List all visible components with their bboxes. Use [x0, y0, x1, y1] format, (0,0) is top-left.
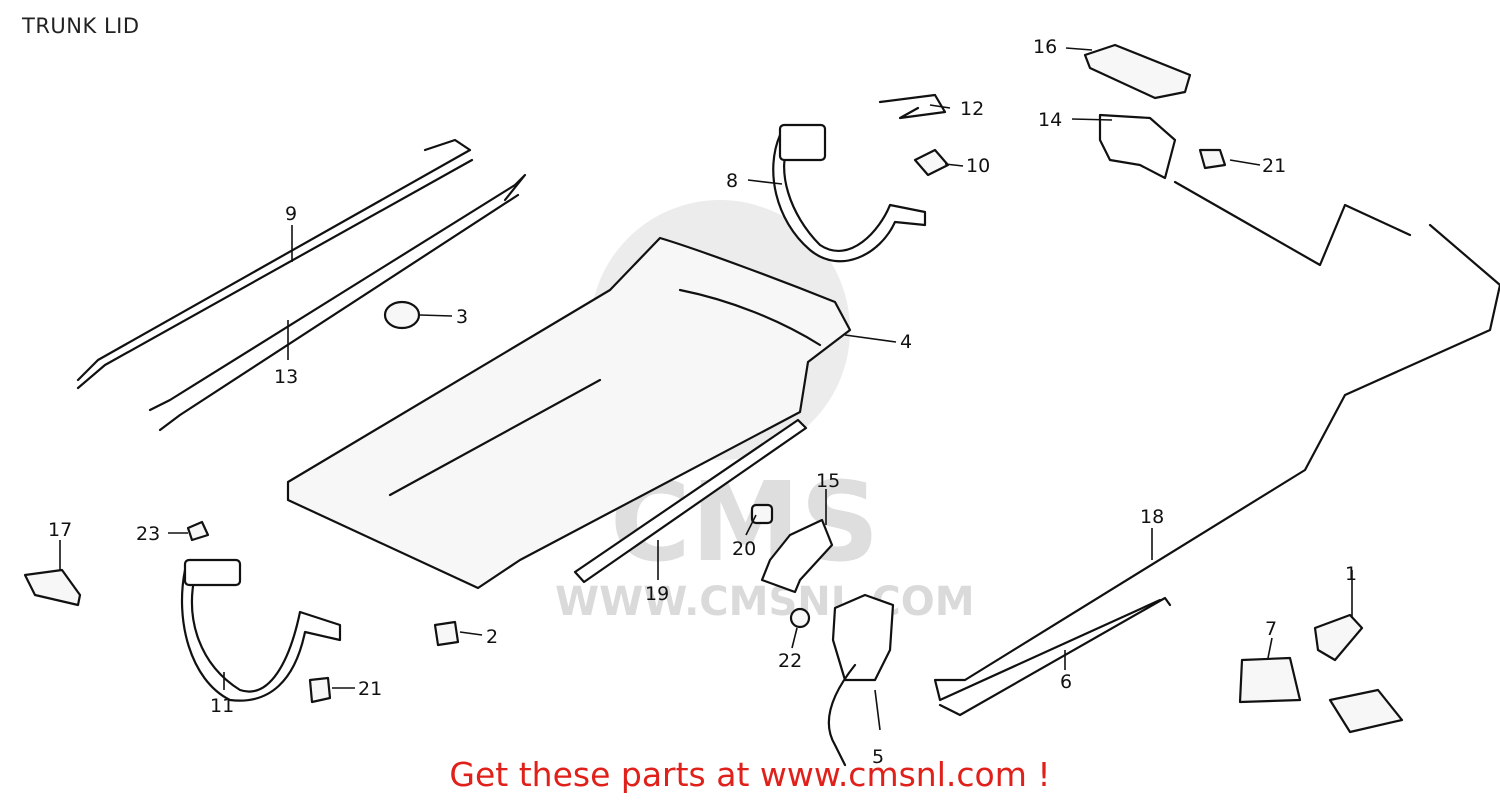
callout-14[interactable]: 14	[1038, 109, 1062, 131]
callout-15[interactable]: 15	[816, 470, 840, 492]
striker-14[interactable]	[1098, 113, 1177, 180]
hinge-11[interactable]	[180, 568, 342, 702]
bolt-21-left[interactable]	[308, 676, 332, 704]
lock-5-cable	[827, 663, 857, 767]
callout-21-right[interactable]: 21	[1262, 155, 1286, 177]
hinge-8[interactable]	[772, 133, 927, 263]
holder-1[interactable]	[1313, 613, 1364, 662]
callout-4[interactable]: 4	[900, 331, 912, 353]
spring-12[interactable]	[878, 93, 947, 120]
bumper-2[interactable]	[433, 620, 460, 647]
cylinder-7[interactable]	[1238, 656, 1302, 704]
trunk-lid-crease-upper	[678, 288, 822, 347]
callout-20[interactable]: 20	[732, 538, 756, 560]
torsion-rod-13[interactable]	[148, 173, 527, 412]
callout-3[interactable]: 3	[456, 306, 468, 328]
page-title: TRUNK LID	[22, 14, 140, 38]
callout-21-left[interactable]: 21	[358, 678, 382, 700]
callout-6[interactable]: 6	[1060, 671, 1072, 693]
callout-5[interactable]: 5	[872, 746, 884, 768]
nut-22[interactable]	[789, 607, 811, 629]
clip-10[interactable]	[913, 148, 950, 177]
callout-13[interactable]: 13	[274, 366, 298, 388]
nut-23[interactable]	[186, 520, 210, 542]
callout-10[interactable]: 10	[966, 155, 990, 177]
callout-17[interactable]: 17	[48, 519, 72, 541]
key[interactable]	[1328, 688, 1404, 734]
callout-2[interactable]: 2	[486, 626, 498, 648]
callout-9[interactable]: 9	[285, 203, 297, 225]
torsion-rod-13-inner	[158, 193, 520, 432]
callout-23[interactable]: 23	[136, 523, 160, 545]
watermark-url-text: WWW.CMSNL.COM	[555, 579, 975, 625]
bolt-21-right[interactable]	[1198, 148, 1227, 170]
lock-5[interactable]	[831, 593, 895, 682]
trunk-lid-crease	[388, 378, 602, 497]
hinge-11-mount	[183, 558, 242, 587]
callout-11[interactable]: 11	[210, 695, 234, 717]
callout-22[interactable]: 22	[778, 650, 802, 672]
cable-18[interactable]	[933, 180, 1500, 702]
bracket-15[interactable]	[760, 518, 834, 594]
callout-7[interactable]: 7	[1265, 618, 1277, 640]
cover-16[interactable]	[1083, 43, 1192, 100]
callout-8[interactable]: 8	[726, 170, 738, 192]
callout-1[interactable]: 1	[1345, 563, 1357, 585]
promo-link[interactable]: Get these parts at www.cmsnl.com !	[449, 755, 1051, 794]
callout-16[interactable]: 16	[1033, 36, 1057, 58]
torsion-rod-9-inner	[76, 158, 474, 390]
torsion-rod-9[interactable]	[76, 138, 472, 382]
callout-18[interactable]: 18	[1140, 506, 1164, 528]
cable-6[interactable]	[938, 596, 1172, 717]
cover-17[interactable]	[23, 568, 82, 607]
weatherstrip[interactable]	[573, 418, 808, 584]
hinge-8-mount	[778, 123, 827, 162]
callout-19[interactable]: 19	[645, 583, 669, 605]
nut-20[interactable]	[750, 503, 774, 525]
trunk-lid-panel[interactable]	[286, 236, 852, 590]
callout-12[interactable]: 12	[960, 98, 984, 120]
bumper-3[interactable]	[383, 300, 421, 330]
leaders	[59, 47, 1353, 731]
